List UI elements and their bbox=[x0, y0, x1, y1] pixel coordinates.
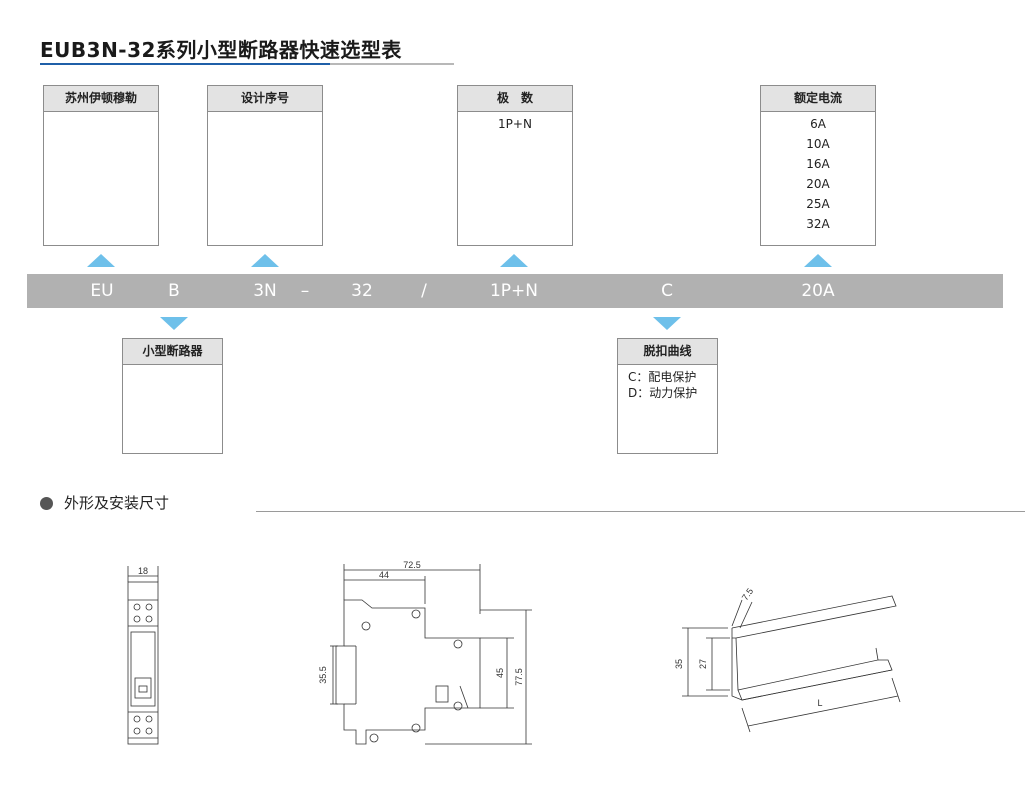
brand-box: 苏州伊顿穆勒 bbox=[43, 85, 159, 246]
model-segment-32: 32 bbox=[351, 281, 373, 301]
rated-current-item: 20A bbox=[806, 177, 830, 191]
dim-7-5: 7.5 bbox=[740, 586, 755, 602]
model-segment-curve: C bbox=[661, 281, 673, 301]
model-segment-slash: / bbox=[421, 281, 427, 301]
dim-35: 35 bbox=[674, 659, 684, 669]
model-segment-3n: 3N bbox=[253, 281, 277, 301]
dim-35-5: 35.5 bbox=[318, 666, 328, 684]
trip-curve-item: C：配电保护 bbox=[628, 370, 697, 384]
front-view-drawing: 18 bbox=[127, 566, 159, 745]
page-title: EUB3N-32系列小型断路器快速选型表 bbox=[40, 38, 402, 62]
model-segment-current: 20A bbox=[801, 281, 835, 301]
model-segment-dash: – bbox=[300, 281, 310, 301]
bullet-icon bbox=[40, 497, 53, 510]
rated-current-item: 32A bbox=[806, 217, 830, 231]
model-segment-b: B bbox=[168, 281, 180, 301]
rated-current-box-header: 额定电流 bbox=[761, 86, 875, 112]
arrow-down-icon bbox=[160, 317, 188, 330]
poles-box: 极 数 1P+N bbox=[457, 85, 573, 246]
title-underline bbox=[330, 63, 454, 65]
model-segment-eu: EU bbox=[90, 281, 114, 301]
dim-27: 27 bbox=[698, 659, 708, 669]
din-rail-drawing: 7.5 35 27 L bbox=[674, 586, 901, 733]
design-number-box-header: 设计序号 bbox=[208, 86, 322, 112]
breaker-box-header: 小型断路器 bbox=[123, 339, 222, 365]
arrow-up-icon bbox=[87, 254, 115, 267]
arrow-up-icon bbox=[251, 254, 279, 267]
rated-current-item: 10A bbox=[806, 137, 830, 151]
arrow-down-icon bbox=[653, 317, 681, 330]
section-divider bbox=[256, 511, 1025, 512]
trip-curve-box: 脱扣曲线 C：配电保护 D：动力保护 bbox=[617, 338, 718, 454]
trip-curve-item: D：动力保护 bbox=[628, 386, 698, 400]
arrow-up-icon bbox=[500, 254, 528, 267]
rated-current-list: 6A 10A 16A 20A 25A 32A bbox=[761, 112, 875, 234]
design-number-box: 设计序号 bbox=[207, 85, 323, 246]
arrow-up-icon bbox=[804, 254, 832, 267]
front-width-label: 18 bbox=[138, 566, 148, 576]
side-view-drawing: 72.5 44 35.5 45 77.5 bbox=[318, 560, 532, 745]
dim-length-l: L bbox=[817, 698, 822, 708]
dim-72-5: 72.5 bbox=[403, 560, 421, 570]
rated-current-item: 16A bbox=[806, 157, 830, 171]
breaker-box: 小型断路器 bbox=[122, 338, 223, 454]
poles-list: 1P+N bbox=[458, 112, 572, 134]
poles-item: 1P+N bbox=[498, 117, 532, 131]
model-code-bar bbox=[27, 274, 1003, 308]
rated-current-item: 6A bbox=[810, 117, 826, 131]
title-underline-accent bbox=[40, 63, 330, 65]
dim-44: 44 bbox=[379, 570, 389, 580]
section-title: 外形及安装尺寸 bbox=[64, 494, 170, 512]
dim-45: 45 bbox=[495, 668, 505, 678]
trip-curve-box-header: 脱扣曲线 bbox=[618, 339, 717, 365]
rated-current-box: 额定电流 6A 10A 16A 20A 25A 32A bbox=[760, 85, 876, 246]
model-segment-poles: 1P+N bbox=[489, 281, 539, 301]
dim-77-5: 77.5 bbox=[514, 668, 524, 686]
brand-box-header: 苏州伊顿穆勒 bbox=[44, 86, 158, 112]
poles-box-header: 极 数 bbox=[458, 86, 572, 112]
rated-current-item: 25A bbox=[806, 197, 830, 211]
trip-curve-list: C：配电保护 D：动力保护 bbox=[618, 365, 717, 401]
